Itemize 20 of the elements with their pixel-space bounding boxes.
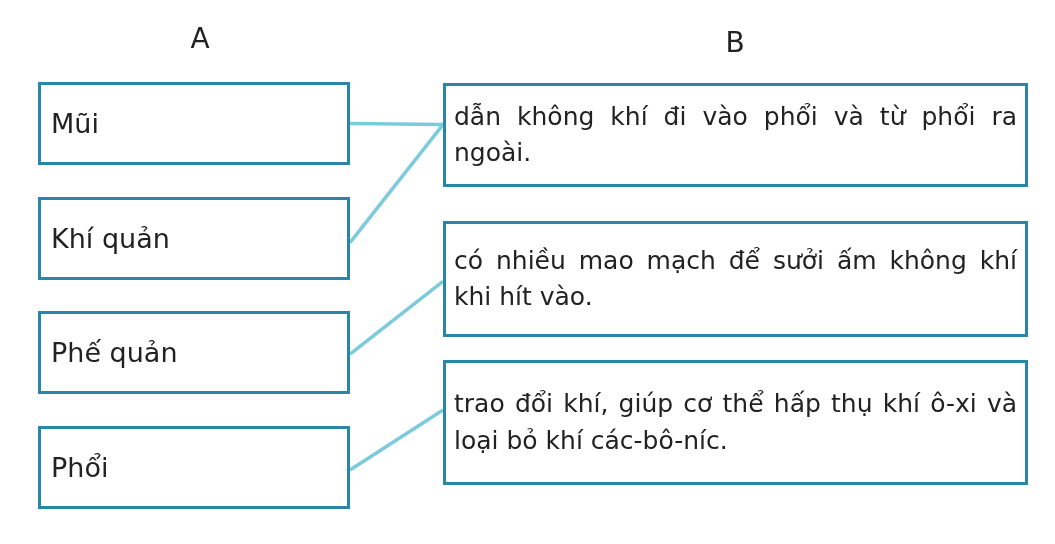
term-box [38, 82, 350, 165]
term-box [38, 311, 350, 394]
column-heading: A [190, 22, 210, 55]
column-heading: B [725, 26, 745, 59]
description-box [443, 360, 1028, 485]
matching-line [348, 279, 445, 356]
term-text: Mũi [50, 106, 99, 141]
term-text: Phổi [50, 450, 109, 485]
matching-line [348, 123, 445, 244]
matching-line [349, 408, 444, 472]
description-box [443, 83, 1028, 187]
term-text: Khí quản [50, 221, 170, 256]
term-box [38, 197, 350, 280]
term-text: Phế quản [50, 335, 178, 370]
description-text: trao đổi khí, giúp cơ thể hấp thụ khí ô-xi và loại bỏ khí các-bô-níc. [453, 388, 1018, 457]
description-text: dẫn không khí đi vào phổi và từ phổi ra ngoài. [453, 100, 1018, 169]
matching-line [350, 121, 443, 127]
description-box [443, 221, 1028, 337]
term-box [38, 426, 350, 509]
description-text: có nhiều mao mạch để sưởi ấm không khí khi hít vào. [453, 244, 1019, 313]
